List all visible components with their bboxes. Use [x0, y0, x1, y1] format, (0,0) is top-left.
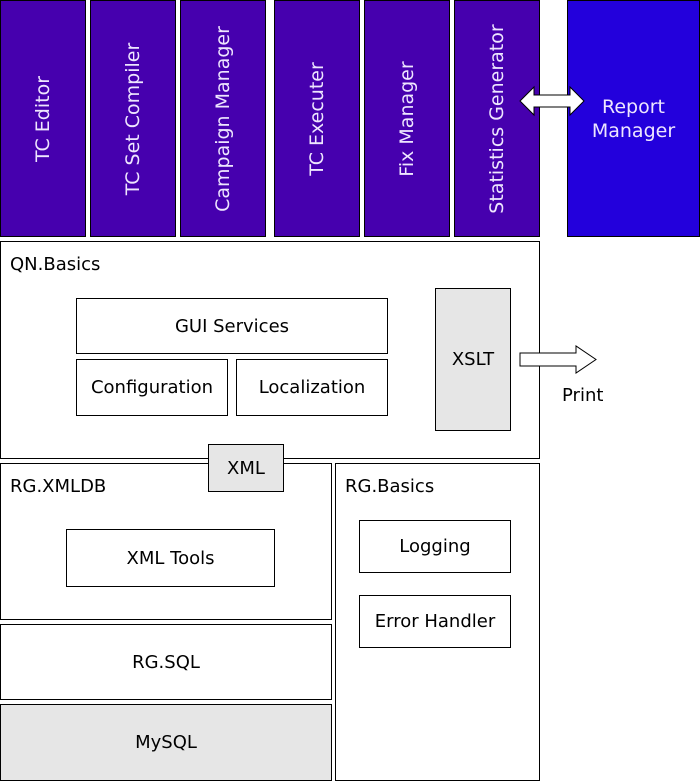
tc-set-compiler-block: TC Set Compiler — [90, 0, 176, 237]
bidirectional-arrow-icon — [519, 85, 585, 117]
logging-block: Logging — [359, 520, 511, 573]
error-handler-block: Error Handler — [359, 595, 511, 648]
tc-executer-block: TC Executer — [274, 0, 360, 237]
gui-services-label: GUI Services — [174, 315, 290, 337]
tc-editor-label: TC Editor — [32, 75, 54, 162]
campaign-manager-label: Campaign Manager — [212, 25, 234, 212]
rg-xmldb-title: RG.XMLDB — [10, 476, 107, 497]
xslt-block: XSLT — [435, 288, 511, 431]
statistics-generator-block: Statistics Generator — [454, 0, 540, 237]
fix-manager-block: Fix Manager — [364, 0, 450, 237]
report-manager-label: Report Manager — [568, 95, 699, 143]
xml-tools-block: XML Tools — [66, 529, 275, 587]
gui-services-block: GUI Services — [76, 298, 388, 354]
configuration-block: Configuration — [76, 359, 228, 416]
logging-label: Logging — [399, 536, 471, 557]
campaign-manager-block: Campaign Manager — [180, 0, 266, 237]
error-handler-label: Error Handler — [374, 611, 496, 632]
report-manager-line1: Report — [602, 95, 665, 118]
print-label: Print — [562, 385, 604, 406]
rg-basics-title: RG.Basics — [345, 476, 435, 497]
rg-sql-block: RG.SQL — [0, 624, 332, 700]
print-arrow-icon — [519, 345, 597, 374]
localization-label: Localization — [258, 377, 366, 398]
configuration-label: Configuration — [90, 377, 214, 398]
tc-executer-label: TC Executer — [306, 61, 328, 176]
xml-tools-label: XML Tools — [126, 547, 215, 569]
mysql-label: MySQL — [135, 732, 197, 753]
mysql-block: MySQL — [0, 704, 332, 781]
xml-block: XML — [208, 444, 284, 492]
tc-set-compiler-label: TC Set Compiler — [122, 42, 144, 195]
localization-block: Localization — [236, 359, 388, 416]
tc-editor-block: TC Editor — [0, 0, 86, 237]
statistics-generator-label: Statistics Generator — [486, 23, 508, 214]
qn-basics-title: QN.Basics — [10, 254, 101, 275]
rg-sql-label: RG.SQL — [132, 651, 200, 673]
xslt-label: XSLT — [451, 349, 495, 370]
report-manager-block: Report Manager — [567, 0, 700, 237]
xml-label: XML — [227, 457, 265, 479]
fix-manager-label: Fix Manager — [396, 60, 418, 177]
report-manager-line2: Manager — [591, 119, 676, 142]
